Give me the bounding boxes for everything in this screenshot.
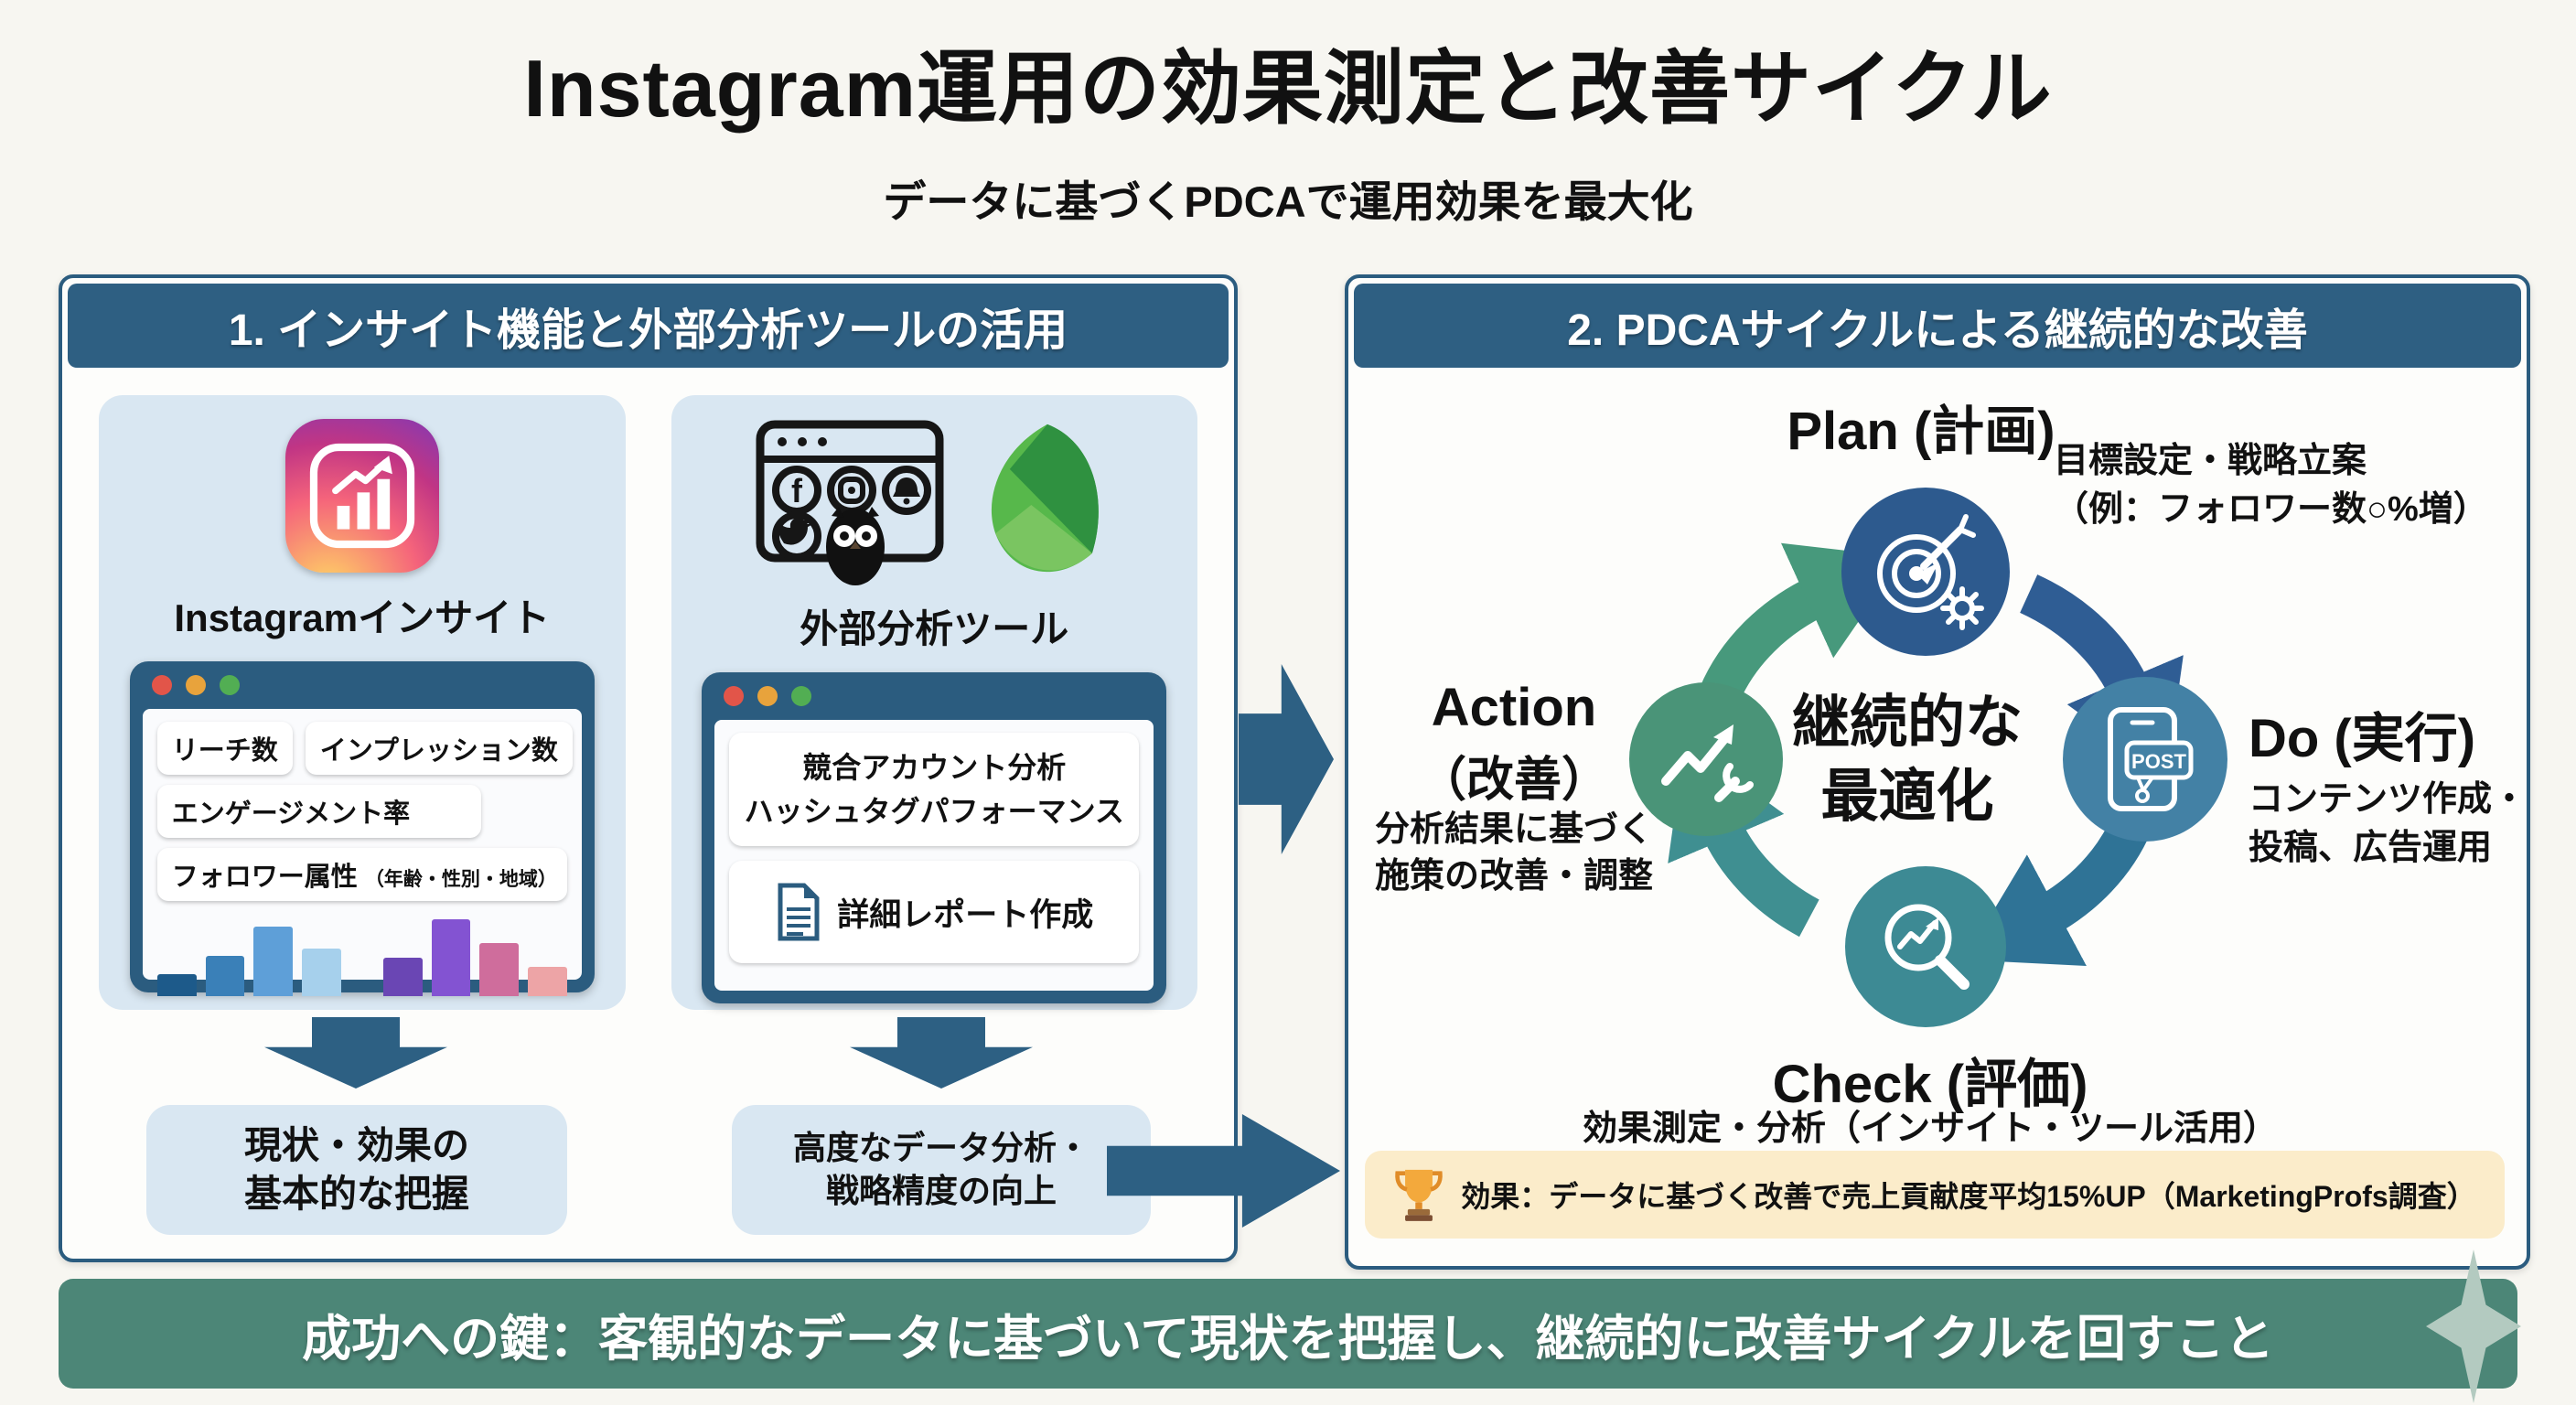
cycle-center-line1: 継続的な	[1792, 691, 2023, 755]
do-desc: コンテンツ作成・ 投稿、広告運用	[2249, 776, 2527, 873]
minimize-dot-icon	[757, 686, 778, 706]
metric-impressions: インプレッション数	[305, 722, 573, 775]
metric-engagement: エンゲージメント率	[156, 785, 482, 838]
plan-title: Plan (計画)	[1787, 402, 2055, 461]
instagram-insight-card: Instagramインサイト リーチ数 インプレッション数 エンゲージメン	[99, 395, 626, 1010]
zoom-dot-icon	[791, 686, 812, 706]
do-desc-line1: コンテンツ作成・	[2249, 780, 2528, 819]
plan-desc: 目標設定・戦略立案 （例：フォロワー数○%増）	[2054, 437, 2488, 534]
key-message-text: 成功への鍵：客観的なデータに基づいて現状を把握し、継続的に改善サイクルを回すこと	[302, 1311, 2274, 1367]
feature-hashtag-performance: ハッシュタグパフォーマンス	[744, 795, 1124, 828]
section-2-header: 2. PDCAサイクルによる継続的な改善	[1354, 284, 2521, 368]
svg-text:f: f	[791, 472, 803, 509]
tools-result-line2: 戦略精度の向上	[825, 1172, 1057, 1209]
arrow-plan-to-do	[2019, 574, 2184, 777]
metric-reach: リーチ数	[156, 722, 293, 775]
arrow-do-to-check	[1964, 814, 2152, 966]
window-traffic-lights	[724, 686, 812, 706]
trophy-icon	[1395, 1169, 1444, 1221]
check-node	[1845, 866, 2006, 1027]
tools-result-box: 高度なデータ分析・ 戦略精度の向上	[732, 1105, 1151, 1235]
demographics-bar	[253, 927, 293, 996]
tools-browser-window: 競合アカウント分析 ハッシュタグパフォーマンス	[702, 672, 1167, 1003]
insight-card-label: Instagramインサイト	[174, 596, 551, 639]
do-title: Do (実行)	[2249, 709, 2476, 768]
metric-followers-note: （年齢・性別・地域）	[364, 869, 557, 890]
page-title: Instagram運用の効果測定と改善サイクル	[523, 43, 2053, 134]
tools-browser-content: 競合アカウント分析 ハッシュタグパフォーマンス	[714, 720, 1154, 991]
zoom-dot-icon	[219, 675, 240, 695]
plan-desc-line2: （例：フォロワー数○%増）	[2054, 490, 2488, 530]
demographics-bar	[302, 949, 341, 996]
growth-wrench-icon	[1661, 724, 1754, 802]
check-title: Check (評価)	[1772, 1055, 2088, 1114]
report-label: 詳細レポート作成	[837, 896, 1094, 933]
action-title: Action	[1431, 678, 1597, 737]
metric-followers: フォロワー属性 （年齢・性別・地域）	[156, 848, 567, 901]
instagram-chart-glyph	[309, 443, 414, 549]
do-desc-line2: 投稿、広告運用	[2249, 829, 2493, 868]
action-desc-line2: 施策の改善・調整	[1374, 857, 1653, 896]
section-pdca-cycle: 2. PDCAサイクルによる継続的な改善	[1345, 274, 2530, 1270]
insight-browser-window: リーチ数 インプレッション数 エンゲージメント率 フォロワー属性 （年齢・性別・…	[129, 661, 595, 996]
effect-note-text: 効果：データに基づく改善で売上貢献度平均15%UP（MarketingProfs…	[1461, 1180, 2476, 1213]
demographics-bar-chart	[156, 914, 567, 996]
post-label: POST	[2131, 750, 2186, 773]
right-arrow-icon	[1239, 664, 1334, 854]
action-desc: 分析結果に基づく 施策の改善・調整	[1343, 807, 1685, 901]
insight-result-box: 現状・効果の 基本的な把握	[146, 1105, 567, 1235]
tool-cards-row: Instagramインサイト リーチ数 インプレッション数 エンゲージメン	[99, 395, 1197, 1010]
demographics-bar	[479, 943, 519, 996]
tools-result-line1: 高度なデータ分析・	[792, 1129, 1089, 1167]
demographics-bar	[205, 956, 245, 996]
close-dot-icon	[151, 675, 172, 695]
window-traffic-lights	[151, 675, 240, 695]
close-dot-icon	[724, 686, 745, 706]
demographics-bar	[156, 974, 197, 996]
plan-desc-line1: 目標設定・戦略立案	[2054, 442, 2367, 480]
sprout-leaf-icon	[992, 424, 1100, 573]
action-desc-line1: 分析結果に基づく	[1374, 810, 1653, 849]
social-dashboard-icon: f	[756, 420, 944, 585]
metric-followers-label: フォロワー属性	[171, 863, 358, 892]
cycle-center-line2: 最適化	[1820, 764, 1994, 829]
insight-result-line2: 基本的な把握	[244, 1173, 469, 1215]
demographics-bar	[528, 967, 567, 996]
action-node	[1629, 682, 1783, 836]
feature-competitor-analysis: 競合アカウント分析	[802, 751, 1067, 784]
do-node: POST	[2063, 677, 2227, 842]
effect-note-band: 効果：データに基づく改善で売上貢献度平均15%UP（MarketingProfs…	[1365, 1151, 2505, 1239]
section-1-header: 1. インサイト機能と外部分析ツールの活用	[68, 284, 1229, 368]
arrow-check-to-action	[1668, 742, 1819, 938]
phone-post-icon: POST	[2108, 707, 2194, 811]
cycle-center-label: 継続的な 最適化	[1747, 686, 2067, 833]
instagram-icon	[284, 419, 439, 573]
page-subtitle: データに基づくPDCAで運用効果を最大化	[883, 177, 1693, 226]
action-subtitle: （改善）	[1418, 754, 1609, 807]
tools-card-label: 外部分析ツール	[800, 607, 1069, 650]
magnifier-chart-icon	[1884, 904, 1970, 990]
insight-browser-content: リーチ数 インプレッション数 エンゲージメント率 フォロワー属性 （年齢・性別・…	[142, 709, 582, 996]
demographics-bar	[382, 958, 423, 996]
external-tools-card: f	[671, 395, 1197, 1010]
arrow-action-to-plan	[1700, 542, 1904, 704]
external-tools-icons: f	[755, 419, 1113, 585]
key-message-band: 成功への鍵：客観的なデータに基づいて現状を把握し、継続的に改善サイクルを回すこと	[59, 1279, 2517, 1389]
pdca-cycle-diagram: POST	[1629, 488, 2227, 1027]
check-desc: 効果測定・分析（インサイト・ツール活用）	[1582, 1110, 2278, 1148]
minimize-dot-icon	[185, 675, 206, 695]
document-icon	[778, 883, 820, 941]
section-insight-tools: 1. インサイト機能と外部分析ツールの活用 Instagramインサイト	[59, 274, 1238, 1262]
target-dart-gear-icon	[1877, 514, 1984, 630]
report-box: 詳細レポート作成	[729, 861, 1140, 963]
demographics-bar	[431, 919, 471, 996]
tools-feature-box: 競合アカウント分析 ハッシュタグパフォーマンス	[729, 733, 1140, 846]
plan-node	[1841, 488, 2010, 656]
insight-result-line1: 現状・効果の	[244, 1123, 469, 1166]
